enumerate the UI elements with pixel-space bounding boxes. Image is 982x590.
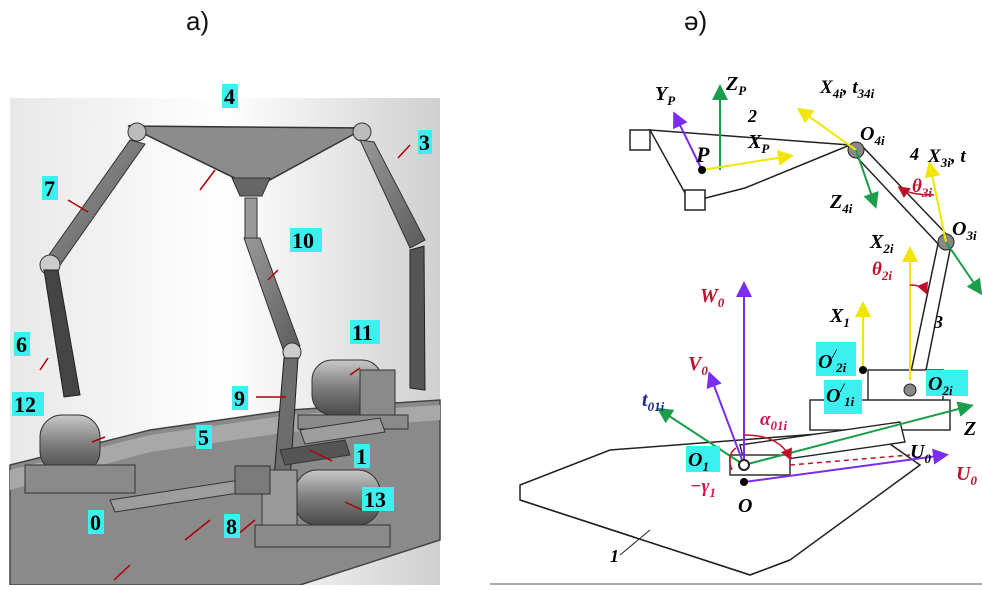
svg-text:4: 4 [224, 84, 235, 109]
angle-theta2-arc [909, 281, 928, 295]
label-u0: U0 [956, 463, 977, 488]
part-tag-3: 3 [418, 130, 432, 155]
caption-right: ә) [684, 6, 708, 36]
label-o: O [738, 495, 752, 517]
motor-13 [254, 469, 391, 548]
angle-alpha-arc [743, 434, 792, 461]
svg-text:7: 7 [44, 176, 55, 201]
label-v0: V0 [688, 353, 708, 378]
vector-x4i [796, 107, 857, 151]
part-tag-7: 7 [42, 176, 58, 201]
part-tag-5: 5 [196, 425, 212, 450]
vector-v0 [706, 371, 745, 466]
svg-text:3: 3 [419, 130, 430, 155]
vector-u0 [743, 448, 949, 483]
label-4: 4 [909, 144, 919, 164]
label-t01i: t01i [642, 389, 665, 414]
arm-left [39, 139, 146, 398]
label-xp: XP [747, 131, 770, 156]
svg-text:O/2i: O/2i [818, 346, 847, 375]
label-x2i: X2i [869, 231, 894, 256]
svg-text:O/1i: O/1i [826, 380, 855, 409]
label-gamma1: −γ1 [690, 476, 716, 500]
joint-o2 [903, 383, 917, 397]
label-theta3i: θ3i [912, 176, 932, 200]
svg-text:9: 9 [234, 386, 245, 411]
dashed-u0 [789, 454, 911, 466]
label-o1: O1 [686, 446, 720, 474]
svg-text:0: 0 [90, 510, 101, 535]
label-o4i: O4i [860, 123, 885, 148]
label-2: 2 [747, 106, 757, 126]
kinematic-scheme-panel: YP ZP X4i, t34i 2 O4i P XP 4 X3i, t θ3i … [490, 70, 982, 585]
vector-x3i [924, 161, 947, 243]
svg-text:O2i: O2i [928, 373, 953, 398]
label-theta2i: θ2i [872, 259, 892, 283]
svg-text:1: 1 [356, 444, 367, 469]
vector-o3-green [945, 241, 982, 296]
label-alpha01i: α01i [760, 409, 788, 433]
label-u0-inner: U0 [910, 441, 931, 466]
svg-text:6: 6 [16, 332, 27, 357]
vector-xp [701, 149, 794, 171]
part-tag-8: 8 [224, 514, 240, 539]
label-o3i: O3i [952, 218, 977, 243]
label-o2i: O2i [926, 370, 968, 398]
point-p [698, 166, 706, 174]
svg-text:O1: O1 [688, 449, 709, 474]
part-tag-9: 9 [232, 386, 248, 411]
mechanism-render: 4 3 7 10 11 6 9 12 5 1 8 13 0 [9, 84, 441, 586]
svg-text:13: 13 [364, 487, 386, 512]
svg-text:11: 11 [352, 320, 373, 345]
vector-yp [673, 111, 703, 171]
part-tag-6: 6 [14, 332, 30, 357]
label-x3i: X3i, t [927, 146, 966, 170]
moving-platform [127, 122, 372, 197]
label-x4i: X4i, t34i [819, 77, 875, 101]
label-yp: YP [655, 83, 676, 108]
part-tag-11: 11 [350, 320, 380, 345]
label-o1p: O/1i [824, 380, 862, 414]
label-z4i: Z4i [829, 191, 853, 216]
svg-text:8: 8 [226, 514, 237, 539]
label-o2p: O/2i [816, 342, 856, 376]
label-w0: W0 [700, 285, 725, 310]
svg-text:12: 12 [14, 392, 36, 417]
leader-1 [619, 529, 651, 556]
kinematic-scheme: YP ZP X4i, t34i 2 O4i P XP 4 X3i, t θ3i … [490, 73, 982, 585]
label-p: P [695, 142, 710, 167]
svg-text:5: 5 [198, 425, 209, 450]
part-tag-10: 10 [290, 228, 322, 253]
part-tag-1: 1 [354, 444, 370, 469]
label-3: 3 [933, 312, 943, 332]
label-zp: ZP [725, 73, 747, 98]
motor-12 [24, 414, 136, 494]
part-tag-4: 4 [222, 84, 238, 109]
part-tag-13: 13 [362, 487, 394, 512]
mechanism-render-panel: 4 3 7 10 11 6 9 12 5 1 8 13 0 [0, 70, 455, 586]
label-x1: X1 [829, 305, 850, 330]
motor-11 [297, 359, 409, 430]
point-o [740, 478, 748, 486]
caption-left: а) [186, 6, 210, 36]
part-tag-0: 0 [88, 510, 104, 535]
arm-right [359, 139, 426, 391]
joint-o1 [738, 459, 750, 471]
linear-actuator-5 [109, 465, 271, 513]
vector-z4i [855, 149, 879, 209]
angle-theta3-arc [897, 186, 935, 199]
label-1: 1 [610, 546, 619, 566]
point-o2p [859, 366, 867, 374]
svg-text:10: 10 [292, 228, 314, 253]
label-z: Z [963, 418, 976, 440]
scheme-arm-lower [907, 238, 953, 391]
part-tag-12: 12 [12, 392, 44, 417]
scheme-base-plate [519, 429, 922, 576]
angle-gamma-arc [729, 447, 737, 471]
scheme-platform [629, 129, 851, 211]
